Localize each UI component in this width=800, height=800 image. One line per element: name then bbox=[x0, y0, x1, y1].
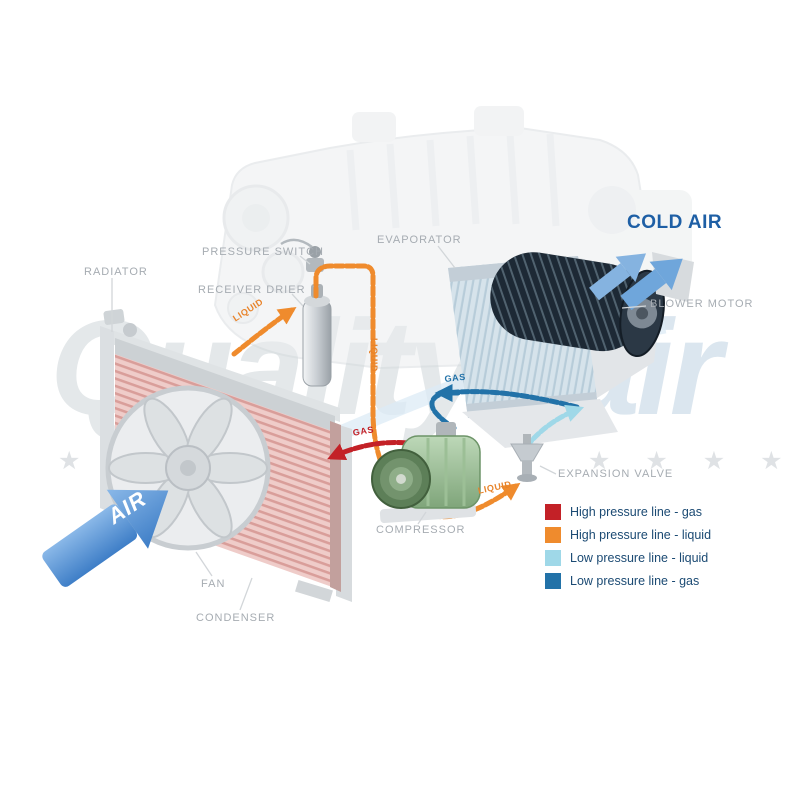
legend-swatch-high-pressure-liquid bbox=[545, 527, 561, 543]
condenser-label: CONDENSER bbox=[196, 612, 276, 624]
receiver-drier-graphic bbox=[302, 284, 332, 387]
blower-motor-label: BLOWER MOTOR bbox=[650, 298, 754, 310]
expansion-valve-label: EXPANSION VALVE bbox=[558, 468, 674, 480]
legend-row-high-pressure-gas: High pressure line - gas bbox=[545, 504, 785, 520]
legend-label-high-pressure-gas: High pressure line - gas bbox=[570, 505, 703, 519]
legend-swatch-low-pressure-liquid bbox=[545, 550, 561, 566]
cold-air-arrows bbox=[589, 253, 683, 311]
air-arrow bbox=[42, 489, 169, 587]
liquid-label-drier-line: LIQUID bbox=[369, 338, 379, 373]
legend-row-low-pressure-liquid: Low pressure line - liquid bbox=[545, 550, 785, 566]
compressor-label: COMPRESSOR bbox=[376, 524, 466, 536]
cold-air-label: COLD AIR bbox=[627, 212, 723, 233]
watermark-stars-right: ★ ★ ★ ★ bbox=[588, 447, 797, 475]
bottom-bracket bbox=[295, 579, 333, 603]
radiator-label: RADIATOR bbox=[84, 266, 148, 278]
legend-label-low-pressure-gas: Low pressure line - gas bbox=[570, 574, 700, 588]
expansion-valve-graphic bbox=[510, 434, 544, 482]
evaporator-label: EVAPORATOR bbox=[377, 234, 462, 246]
legend: High pressure line - gas High pressure l… bbox=[545, 504, 785, 596]
legend-label-high-pressure-liquid: High pressure line - liquid bbox=[570, 528, 712, 542]
legend-swatch-low-pressure-gas bbox=[545, 573, 561, 589]
pipe-high-pressure-liquid-condenser-to-drier bbox=[231, 307, 297, 357]
leader-lines bbox=[111, 245, 647, 611]
receiver-drier-label: RECEIVER DRIER bbox=[198, 284, 306, 296]
compressor-graphic bbox=[371, 422, 481, 509]
fan-label: FAN bbox=[201, 578, 226, 590]
pressure-switch-graphic bbox=[280, 238, 324, 272]
legend-swatch-high-pressure-gas bbox=[545, 504, 561, 520]
legend-row-low-pressure-gas: Low pressure line - gas bbox=[545, 573, 785, 589]
legend-label-low-pressure-liquid: Low pressure line - liquid bbox=[570, 551, 709, 565]
pressure-switch-label: PRESSURE SWITCH bbox=[202, 246, 324, 258]
legend-row-high-pressure-liquid: High pressure line - liquid bbox=[545, 527, 785, 543]
